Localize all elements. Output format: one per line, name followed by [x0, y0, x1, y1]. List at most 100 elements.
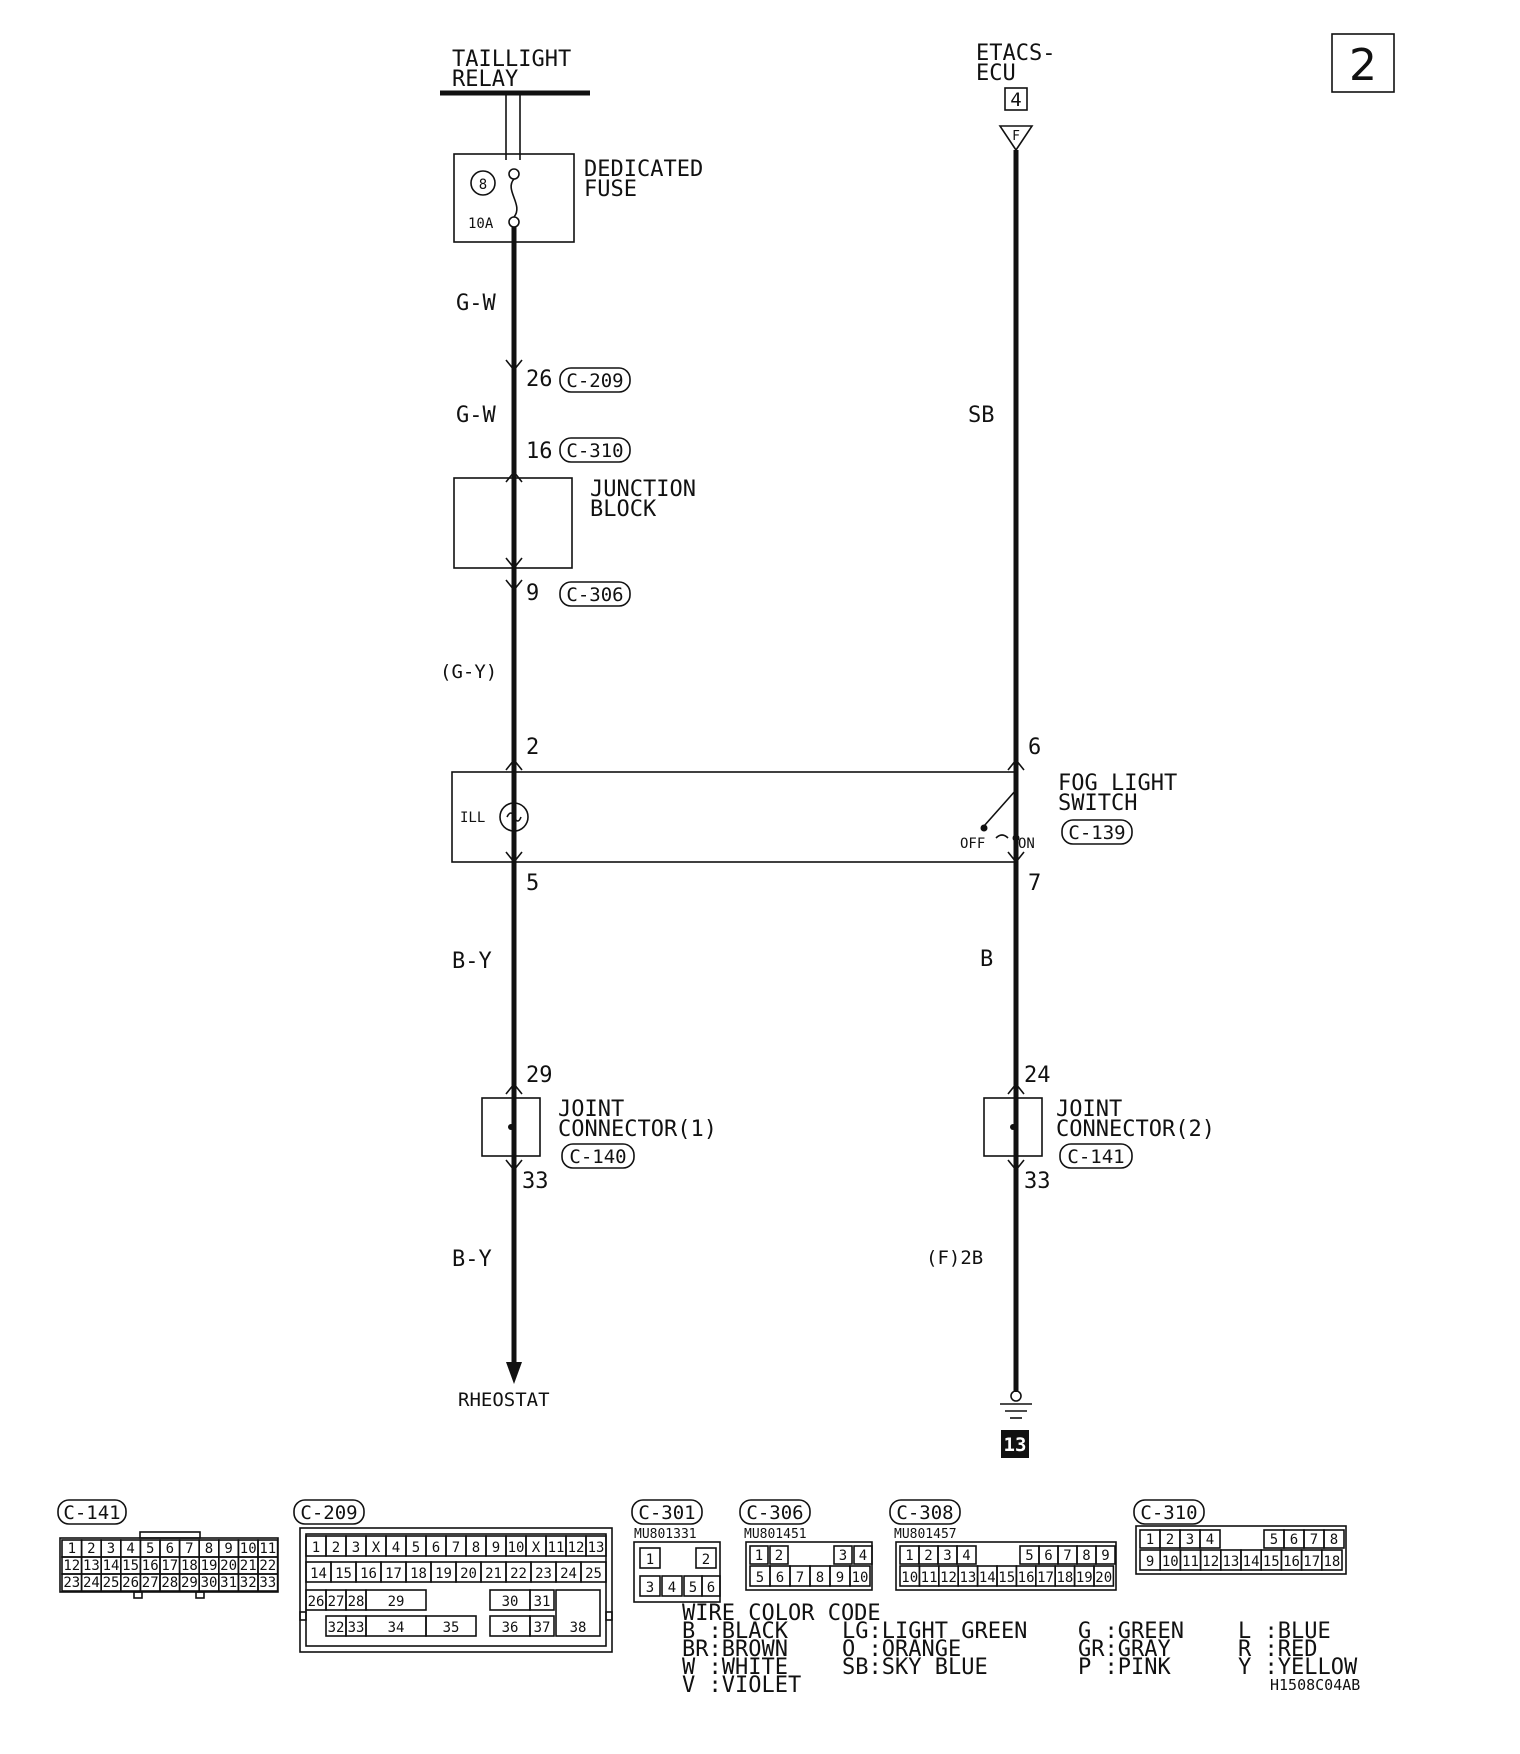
pin-cell — [956, 1545, 977, 1565]
legend-b: B :BLACK — [682, 1619, 789, 1644]
pin-cell — [555, 1589, 601, 1637]
jc1-in-arrow-icon — [505, 1082, 523, 1095]
pin-number: 34 — [388, 1620, 405, 1636]
pin-number: 17 — [1037, 1570, 1054, 1586]
joint-connector-1-label-1: JOINT — [558, 1097, 624, 1122]
pin-33-left: 33 — [522, 1169, 549, 1194]
legend-br: BR:BROWN — [682, 1637, 788, 1662]
pin-number: 10 — [901, 1570, 918, 1586]
pin-number: 18 — [1056, 1570, 1073, 1586]
pin-number: 13 — [1222, 1554, 1239, 1570]
pin-number: 12 — [568, 1540, 585, 1556]
fuse-element-icon — [510, 178, 518, 218]
c310-view-label: C-310 — [1140, 1502, 1197, 1524]
pin-cell — [853, 1545, 873, 1565]
pin-number: 4 — [859, 1548, 867, 1564]
pin-number: 19 — [201, 1558, 218, 1574]
pin-number: 10 — [852, 1570, 869, 1586]
pin-number: 13 — [959, 1570, 976, 1586]
ground-ref-box — [1001, 1430, 1029, 1458]
c141-ref: C-141 — [1067, 1146, 1124, 1168]
joint-connector-2-label-1: JOINT — [1056, 1097, 1122, 1122]
pin-number: 27 — [142, 1575, 159, 1591]
pin-number: 16 — [1018, 1570, 1035, 1586]
pin-number: 20 — [1095, 1570, 1112, 1586]
pin-number: 3 — [352, 1540, 360, 1556]
pin-number: 9 — [1101, 1548, 1109, 1564]
pin-cell — [1323, 1529, 1345, 1549]
joint-connector-2-box — [983, 1097, 1043, 1157]
switch-pin6-arrow-icon — [1007, 758, 1025, 771]
c308-view-label-box — [889, 1499, 961, 1525]
pin-number: 5 — [1025, 1548, 1033, 1564]
fuse-terminal-bottom — [508, 216, 520, 228]
pin-cell — [639, 1575, 661, 1597]
pin-number: 2 — [87, 1541, 95, 1557]
pin-cell — [769, 1545, 789, 1565]
pin-cell — [1321, 1549, 1343, 1571]
pin-number: 5 — [689, 1580, 697, 1596]
fog-light-switch-box — [451, 771, 1017, 863]
pin-cell — [425, 1615, 477, 1637]
legend-w: W :WHITE — [682, 1655, 788, 1680]
wire-color-gw-1: G-W — [456, 291, 496, 316]
pin-number: 16 — [1283, 1554, 1300, 1570]
wire-color-sb: SB — [968, 403, 995, 428]
c310-ref-box — [559, 437, 631, 463]
pin-number: 1 — [755, 1548, 763, 1564]
c306-arrow-icon — [505, 579, 523, 592]
legend-col1: B :BLACK BR:BROWN W :WHITE V :VIOLET — [682, 1619, 801, 1698]
pin-number: 8 — [205, 1541, 213, 1557]
taillight-relay-label-1: TAILLIGHT — [452, 47, 571, 72]
legend-lg: LG:LIGHT GREEN — [842, 1619, 1027, 1644]
pin-number: 22 — [510, 1566, 527, 1582]
pin-number: 3 — [1186, 1532, 1194, 1548]
pin-number: 10 — [240, 1541, 257, 1557]
pin-cell — [1095, 1545, 1116, 1565]
pin-number: X — [372, 1540, 381, 1556]
pin-number: 14 — [1243, 1554, 1260, 1570]
legend-col4: L :BLUE R :RED Y :YELLOW — [1238, 1619, 1358, 1680]
pin-number: 9 — [1146, 1554, 1154, 1570]
switch-pin7-arrow-icon — [1007, 851, 1025, 864]
pin-number: 1 — [905, 1548, 913, 1564]
pin-number: 33 — [348, 1620, 365, 1636]
pin-number: 24 — [83, 1575, 100, 1591]
pin-number: 17 — [385, 1566, 402, 1582]
pin-number: 23 — [535, 1566, 552, 1582]
pin-cell — [695, 1547, 717, 1569]
pin-number: 18 — [181, 1558, 198, 1574]
pin-number: 7 — [1063, 1548, 1071, 1564]
fuse-rating: 10A — [468, 216, 494, 232]
jc2-out-arrow-icon — [1007, 1159, 1025, 1172]
pin-26: 26 — [526, 367, 553, 392]
pin-number: 3 — [107, 1541, 115, 1557]
c306-part-number: MU801451 — [744, 1527, 807, 1542]
wire-color-by-1: B-Y — [452, 949, 492, 974]
pin-number: 10 — [1162, 1554, 1179, 1570]
pin-number: 1 — [1146, 1532, 1154, 1548]
c306-ref: C-306 — [566, 584, 623, 606]
pin-number: 18 — [410, 1566, 427, 1582]
pin-number: 2 — [924, 1548, 932, 1564]
wire-color-f2b: (F)2B — [926, 1247, 983, 1269]
pin-16: 16 — [526, 439, 553, 464]
pin-number: 17 — [161, 1558, 178, 1574]
pin-number: 23 — [63, 1575, 80, 1591]
pin-number: 14 — [103, 1558, 120, 1574]
wire-color-b: B — [980, 947, 993, 972]
pin-cell — [1199, 1529, 1221, 1549]
pin-number: 37 — [534, 1620, 551, 1636]
fuse-number: 8 — [479, 177, 487, 193]
fuse-number-circle — [470, 170, 496, 196]
pin-number: 1 — [68, 1541, 76, 1557]
pin-number: 19 — [1076, 1570, 1093, 1586]
pin-number: 29 — [181, 1575, 198, 1591]
pin-number: 8 — [1082, 1548, 1090, 1564]
junction-out-arrow-icon — [505, 557, 523, 570]
legend-col3: G :GREEN GR:GRAY P :PINK — [1078, 1619, 1184, 1680]
